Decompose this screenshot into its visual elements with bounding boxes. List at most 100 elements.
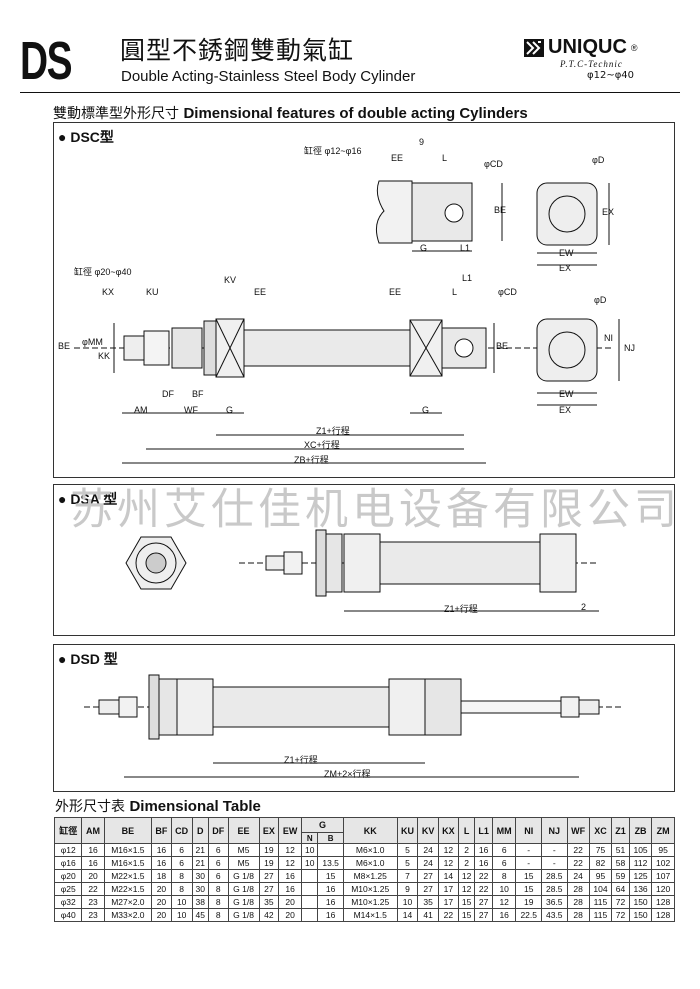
table-cell: G 1/8 [227, 869, 260, 883]
table-cell: M5 [227, 856, 260, 870]
col-zm: ZM [651, 817, 675, 844]
table-cell: 105 [628, 843, 653, 857]
dsc-label-d: φD [594, 295, 607, 305]
col-xc: XC [588, 817, 613, 844]
table-title-cn: 外形尺寸表 [55, 799, 125, 815]
table-cell: 7 [396, 869, 419, 883]
table-cell: 59 [611, 869, 630, 883]
dsc-label-ex-top: EX [559, 263, 572, 273]
header-divider [20, 92, 680, 93]
brand-emblem-icon [524, 38, 544, 57]
dsc-label-ni: NI [604, 333, 613, 343]
table-cell: 23 [81, 908, 105, 922]
table-cell: 10 [170, 895, 193, 909]
dsc-label-ex: EX [559, 405, 572, 415]
table-cell: 6 [207, 869, 229, 883]
table-cell: M22×1.5 [103, 882, 153, 896]
brand-name: UNIQUC [548, 36, 627, 58]
table-cell: 17 [437, 895, 459, 909]
table-header-row: 缸徑 AM BE BF CD D DF EE EX EW G KK KU KV … [53, 817, 675, 844]
dsc-label-nj: NJ [624, 343, 635, 353]
table-cell: 2 [457, 856, 476, 870]
table-title-en: Dimensional Table [129, 798, 261, 815]
table-cell: G 1/8 [227, 895, 260, 909]
dsc-label-l1-top: L1 [460, 243, 471, 253]
table-cell: 6 [170, 856, 193, 870]
table-cell: 27 [474, 908, 493, 922]
table-cell: 14 [396, 908, 419, 922]
table-cell: 24 [417, 843, 439, 857]
table-cell: 16 [317, 908, 344, 922]
dsc-label-xc: XC+行程 [304, 440, 340, 450]
table-cell: 128 [651, 908, 675, 922]
title-english: Double Acting-Stainless Steel Body Cylin… [121, 68, 416, 85]
table-cell: 27 [417, 882, 439, 896]
table-cell: 13.5 [317, 856, 344, 870]
table-cell: 16 [474, 843, 493, 857]
table-cell: 115 [588, 908, 613, 922]
table-cell: 20 [151, 882, 172, 896]
dsc-label-g-top: G [420, 243, 428, 253]
dsc-bore-large: 缸徑 φ20~φ40 [74, 267, 132, 277]
table-cell: 75 [588, 843, 613, 857]
table-cell: 43.5 [540, 908, 568, 922]
table-cell: M16×1.5 [103, 843, 153, 857]
table-cell: 95 [588, 869, 613, 883]
table-cell: 27 [474, 895, 493, 909]
table-cell: 23 [81, 895, 105, 909]
table-cell: 8 [207, 882, 229, 896]
table-cell: 27 [417, 869, 439, 883]
table-cell: 8 [207, 908, 229, 922]
table-cell: 8 [170, 882, 193, 896]
table-cell: M27×2.0 [103, 895, 153, 909]
col-d: D [191, 817, 209, 844]
table-cell: 16 [151, 843, 172, 857]
dsc-bore-small: 缸徑 φ12~φ16 [304, 146, 362, 156]
table-cell: 28 [566, 895, 590, 909]
watermark: 苏州艾仕佳机电设备有限公司 [70, 485, 681, 535]
dsc-label-be-right: BE [496, 341, 509, 351]
table-cell: 6 [207, 856, 229, 870]
table-cell: 82 [588, 856, 613, 870]
table-cell: 22 [566, 856, 590, 870]
table-cell: 10 [301, 843, 319, 857]
dsc-label-be: BE [58, 341, 71, 351]
table-cell: - [540, 856, 568, 870]
table-cell: 21 [191, 843, 209, 857]
table-cell: 16 [81, 843, 105, 857]
table-cell: 15 [515, 869, 542, 883]
table-cell: 30 [191, 869, 209, 883]
table-cell: 10 [170, 908, 193, 922]
table-cell: 58 [611, 856, 630, 870]
table-cell [301, 908, 319, 922]
dsa-title: ● DSA 型 [58, 491, 118, 507]
dsd-title: ● DSD 型 [58, 651, 118, 667]
dsa-label-2: 2 [581, 602, 587, 612]
table-cell: M14×1.5 [342, 908, 398, 922]
dsc-label-g-right: G [422, 405, 430, 415]
table-cell: φ12 [53, 843, 83, 857]
table-cell: 16 [491, 908, 517, 922]
table-cell: 16 [317, 882, 344, 896]
table-cell: 102 [651, 856, 675, 870]
col-wf: WF [566, 817, 590, 844]
col-cd: CD [170, 817, 193, 844]
table-cell: 16 [317, 895, 344, 909]
col-z1: Z1 [611, 817, 630, 844]
table-cell: 15 [515, 882, 542, 896]
table-cell: 20 [151, 895, 172, 909]
table-cell: 12 [278, 856, 303, 870]
table-cell: 72 [611, 895, 630, 909]
col-df: DF [207, 817, 229, 844]
table-cell: M33×2.0 [103, 908, 153, 922]
col-ku: KU [396, 817, 419, 844]
col-zb: ZB [628, 817, 653, 844]
table-cell: 12 [491, 895, 517, 909]
table-cell: 22 [437, 908, 459, 922]
dsd-label-z1: Z1+行程 [284, 755, 318, 765]
section-title: 雙動標準型外形尺寸 Dimensional features of double… [53, 103, 528, 123]
table-cell: φ32 [53, 895, 83, 909]
dsc-label-df: DF [162, 389, 174, 399]
col-kv: KV [417, 817, 439, 844]
